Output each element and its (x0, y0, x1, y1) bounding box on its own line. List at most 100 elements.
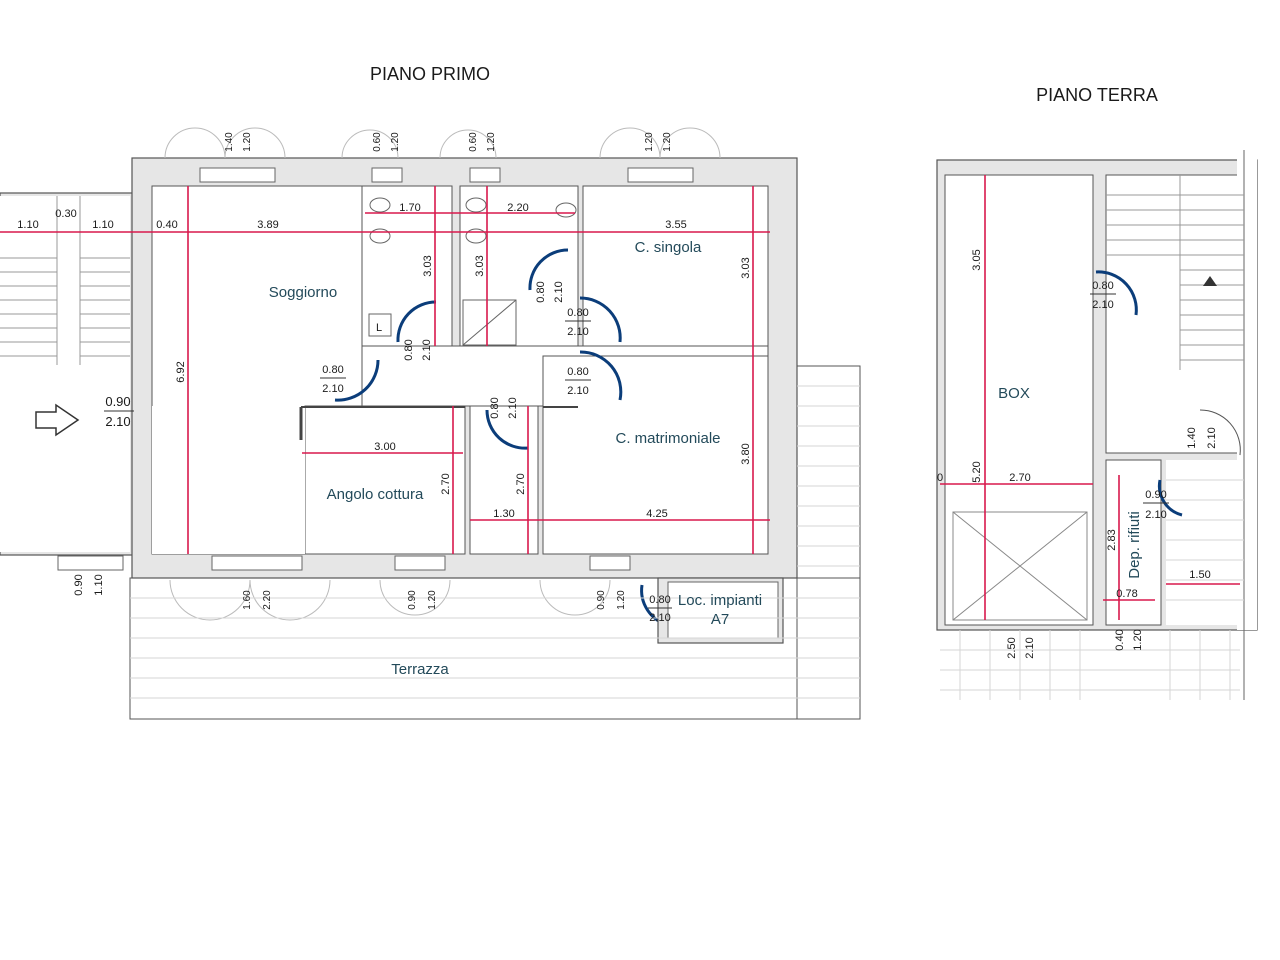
svg-text:2.10: 2.10 (1145, 509, 1166, 521)
box-space (944, 174, 1094, 626)
svg-text:0.80: 0.80 (567, 366, 588, 378)
dim-wall-thickness: 0.40 (156, 219, 177, 231)
svg-text:0.90: 0.90 (1145, 489, 1166, 501)
svg-text:1.10: 1.10 (93, 574, 105, 595)
left-staircase (0, 192, 136, 556)
dim-bath2-depth: 3.03 (474, 255, 486, 276)
first-floor-title: PIANO PRIMO (370, 64, 490, 84)
dim-c-singola-width: 3.55 (665, 219, 686, 231)
dim-closet-depth: 2.70 (515, 473, 527, 494)
window-swing-arcs (164, 127, 721, 621)
dim-box-upper-depth: 3.05 (971, 249, 983, 270)
door-closet-icon (485, 409, 529, 450)
svg-text:0.90: 0.90 (73, 574, 85, 595)
door-label-soggiorno: 0.80 2.10 (320, 364, 346, 395)
dim-dep-door-height: 1.20 (1132, 629, 1144, 650)
c-singola-space (582, 185, 769, 350)
door-bath1-icon (396, 300, 437, 343)
dim-bath2-width: 2.20 (507, 202, 528, 214)
first-floor-plan: L (0, 127, 861, 720)
svg-text:2.10: 2.10 (322, 383, 343, 395)
door-label-c-matrimoniale: 0.80 2.10 (565, 366, 591, 397)
svg-text:0.80: 0.80 (322, 364, 343, 376)
stair-space (1105, 174, 1245, 454)
entrance-arrow-icon (35, 403, 80, 437)
door-label-c-singola: 0.80 2.10 (565, 307, 591, 338)
door-exterior-icon (1199, 409, 1241, 456)
terrazza-tiling (130, 385, 860, 699)
room-dep-rifiuti: Dep. rifiuti (1126, 511, 1143, 579)
ground-floor-title: PIANO TERRA (1036, 85, 1158, 105)
entrance-height: 2.10 (105, 414, 130, 429)
closet-space (469, 405, 539, 555)
dim-dep-depth: 2.83 (1106, 529, 1118, 550)
svg-text:0.90: 0.90 (596, 590, 607, 610)
dim-matrimoniale-depth: 3.80 (740, 443, 752, 464)
ground-tiling (940, 479, 1244, 700)
room-box: BOX (998, 385, 1030, 402)
dim-box-width: 2.70 (1009, 472, 1030, 484)
svg-text:1.20: 1.20 (486, 132, 497, 152)
ground-staircase (1106, 175, 1244, 370)
svg-text:2.10: 2.10 (567, 385, 588, 397)
door-box-stair-icon (1095, 270, 1138, 316)
svg-text:0.80: 0.80 (649, 594, 670, 606)
window-dims: 1.40 1.20 0.60 1.20 0.60 1.20 1.20 1.20 … (73, 132, 673, 610)
door-bath2-icon (528, 248, 569, 291)
ground-floor-plan: BOX Dep. rifiuti 3.05 5.20 0 2.70 0.80 2… (936, 150, 1258, 700)
room-angolo-cottura: Angolo cottura (327, 486, 424, 503)
svg-text:0.80: 0.80 (403, 339, 415, 360)
door-c-singola-icon (579, 296, 622, 343)
room-loc-impianti: Loc. impianti (678, 592, 762, 609)
door-soggiorno-icon (334, 359, 380, 402)
svg-text:2.10: 2.10 (567, 326, 588, 338)
room-terrazza: Terrazza (391, 661, 449, 678)
svg-text:1.20: 1.20 (644, 132, 655, 152)
svg-text:1.20: 1.20 (242, 132, 253, 152)
dim-box-door-width: 2.50 (1006, 637, 1018, 658)
svg-text:2.10: 2.10 (1206, 427, 1218, 448)
dep-rifiuti-space (1105, 459, 1162, 626)
dim-c-singola-depth: 3.03 (740, 257, 752, 278)
ground-floor-dimension-lines (940, 175, 1240, 620)
c-matrimoniale-space (542, 355, 769, 555)
dim-cottura-depth: 2.70 (440, 473, 452, 494)
svg-text:0.80: 0.80 (489, 397, 501, 418)
room-soggiorno: Soggiorno (269, 284, 337, 301)
dim-zero: 0 (937, 472, 943, 484)
stair-up-arrow-icon (1203, 276, 1217, 286)
svg-text:1.20: 1.20 (390, 132, 401, 152)
room-loc-impianti-code: A7 (711, 611, 729, 628)
first-floor-dimension-lines (0, 186, 770, 554)
svg-text:0.90: 0.90 (407, 590, 418, 610)
dim-cottura-width: 3.00 (374, 441, 395, 453)
door-label-loc-impianti: 0.80 2.10 (648, 594, 672, 624)
door-dep-rifiuti-icon (1157, 479, 1183, 517)
svg-text:0.80: 0.80 (535, 281, 547, 302)
door-label-bath1: 0.80 2.10 (403, 339, 433, 360)
dim-soggiorno-width: 3.89 (257, 219, 278, 231)
svg-text:0.80: 0.80 (1092, 280, 1113, 292)
room-c-matrimoniale: C. matrimoniale (615, 430, 720, 447)
svg-text:2.10: 2.10 (649, 612, 670, 624)
dim-bath1-width: 1.70 (399, 202, 420, 214)
dim-stair-1: 1.10 (17, 219, 38, 231)
door-c-matrimoniale-icon (579, 350, 623, 401)
dim-bath1-depth: 3.03 (422, 255, 434, 276)
dim-exterior-width: 1.50 (1189, 569, 1210, 581)
svg-text:2.10: 2.10 (1092, 299, 1113, 311)
door-label-dep-rifiuti: 0.90 2.10 (1143, 489, 1169, 521)
svg-text:1.60: 1.60 (242, 590, 253, 610)
svg-text:2.20: 2.20 (262, 590, 273, 610)
svg-text:0.80: 0.80 (567, 307, 588, 319)
dim-matrimoniale-width: 4.25 (646, 508, 667, 520)
svg-text:2.10: 2.10 (421, 339, 433, 360)
dim-box-door-height: 2.10 (1024, 637, 1036, 658)
bathroom-fixtures (368, 197, 577, 346)
dim-stair-2: 1.10 (92, 219, 113, 231)
svg-text:1.20: 1.20 (427, 590, 438, 610)
svg-text:2.10: 2.10 (507, 397, 519, 418)
door-label-closet: 0.80 2.10 (489, 397, 519, 418)
dim-dep-door-width: 0.40 (1114, 629, 1126, 650)
